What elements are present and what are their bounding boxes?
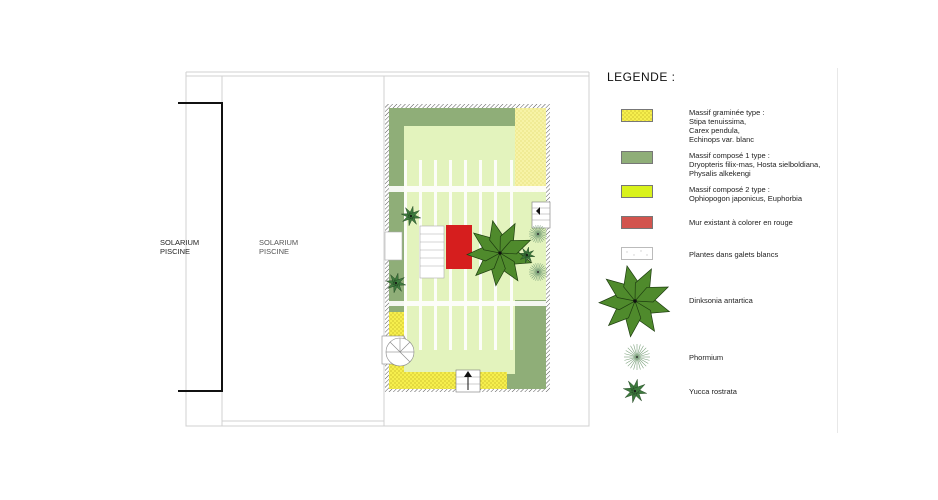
dinksonia-symbol [598, 264, 671, 338]
legend-text-galets: Plantes dans galets blancs [689, 250, 779, 259]
legend-separator [837, 68, 838, 433]
label-solarium-piscine-left: SOLARIUM PISCINE [160, 238, 200, 256]
stairs-bottom [455, 369, 481, 393]
yucca-plant [401, 206, 421, 226]
yucca-plant [386, 273, 406, 293]
swatch-graminee [621, 109, 653, 122]
stairs-right [531, 201, 551, 229]
legend-title: LEGENDE : [607, 70, 676, 84]
swatch-mur [621, 216, 653, 229]
legend-text-phormium: Phormium [689, 353, 724, 362]
yucca-icon [623, 379, 647, 403]
garden-plan [178, 71, 590, 427]
legend-text-mur: Mur existant à colorer en rouge [689, 218, 793, 227]
steps-lines [419, 225, 445, 279]
building-edge [178, 102, 223, 392]
dinksonia-icon [598, 264, 671, 338]
steps-left [384, 231, 403, 261]
red-wall [446, 225, 472, 269]
legend-text-compose-2: Massif composé 2 type : Ophiopogon japon… [689, 185, 803, 203]
plants [386, 206, 547, 293]
phormium-icon [624, 344, 650, 370]
yucca-plant [519, 247, 535, 263]
swatch-compose-2 [621, 185, 653, 198]
phormium-plant [529, 225, 547, 243]
label-solarium-piscine-mid: SOLARIUM PISCINE [259, 238, 299, 256]
legend-text-dinksonia: Dinksonia antartica [689, 296, 753, 305]
phormium-symbol [624, 344, 650, 370]
phormium-plant [529, 263, 547, 281]
swatch-galets [621, 247, 653, 260]
legend-text-graminee: Massif graminée type : Stipa tenuissima,… [689, 108, 765, 144]
legend-text-yucca: Yucca rostrata [689, 387, 737, 396]
yucca-symbol [623, 379, 647, 403]
swatch-compose-1 [621, 151, 653, 164]
legend-text-compose-1: Massif composé 1 type : Dryopteris filix… [689, 151, 821, 178]
dinksonia-plant [466, 219, 533, 287]
spiral-stair [381, 335, 415, 367]
